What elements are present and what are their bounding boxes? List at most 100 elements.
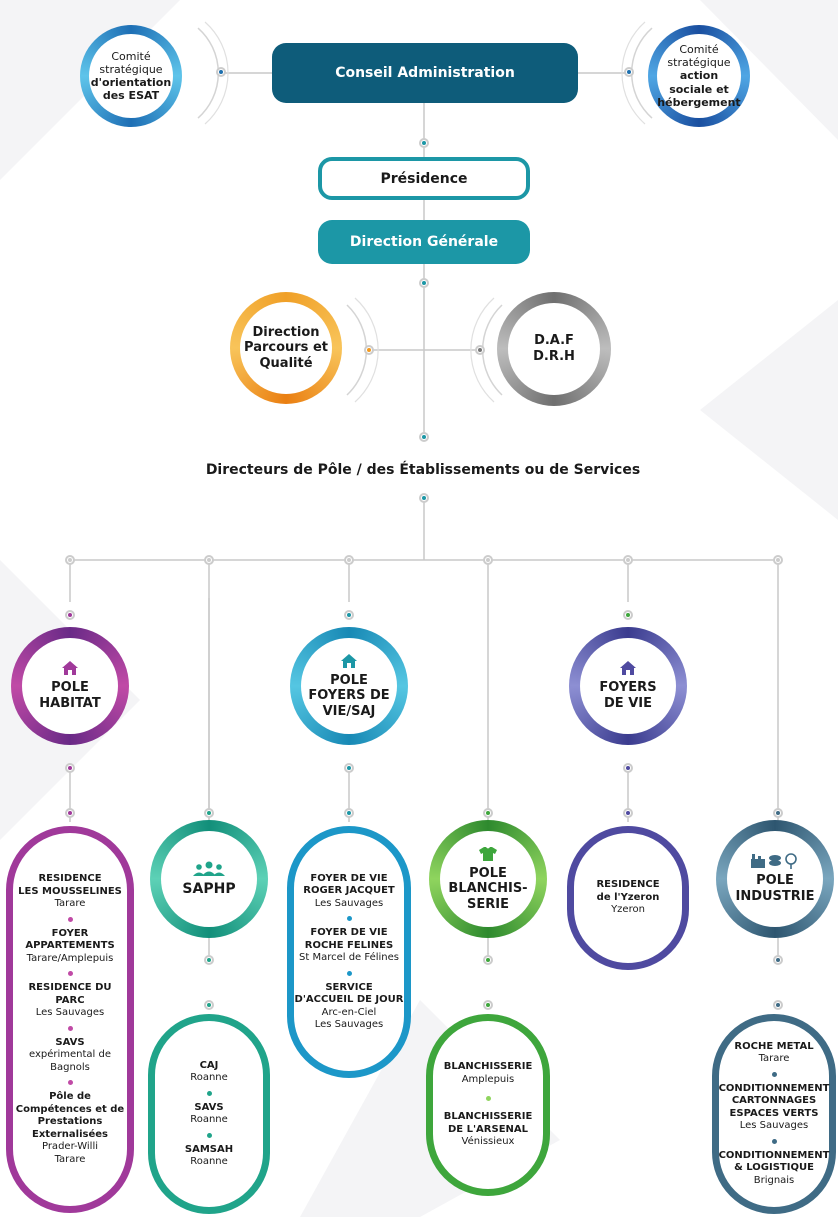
pole-blanch-line3: SERIE	[467, 896, 509, 912]
item-location: Amplepuis	[461, 1073, 515, 1085]
connector-dot	[204, 955, 214, 965]
tshirt-icon	[479, 846, 497, 861]
pole-foyers-vie-saj-circle: POLE FOYERS DE VIE/SAJ	[290, 627, 408, 745]
comite-left-line2: stratégique	[99, 62, 163, 76]
item-location: Les Sauvages	[314, 897, 384, 909]
item-name: Externalisées	[32, 1128, 108, 1140]
comite-right-line3: action sociale et	[669, 69, 729, 96]
item-location: Prader-Willi	[41, 1141, 99, 1152]
connector-dot	[773, 808, 783, 818]
connector-dot	[65, 610, 75, 620]
item-name: ROCHE FELINES	[304, 939, 394, 951]
separator-dot	[206, 1090, 212, 1096]
separator-dot	[771, 1071, 777, 1077]
connector-dot	[65, 763, 75, 773]
item-name: SAVS	[55, 1036, 85, 1048]
junction-dot	[204, 555, 214, 565]
item-location: Tarare	[54, 1153, 86, 1165]
daf-line: D.A.F	[534, 333, 574, 349]
item-name: Compétences et de	[15, 1103, 125, 1115]
conseil-administration-box: Conseil Administration	[272, 43, 578, 103]
item-name: ROGER JACQUET	[303, 885, 395, 896]
connector-dot	[344, 610, 354, 620]
connector-dot	[623, 763, 633, 773]
saphp-circle: SAPHP	[150, 820, 268, 938]
item-location: Tarare/Amplepuis	[26, 952, 114, 964]
connector-dot	[773, 1000, 783, 1010]
industrie-services-pill: ROCHE METAL Tarare CONDITIONNEMENT CARTO…	[712, 1014, 836, 1214]
foyers-vie-line1: FOYERS	[599, 680, 657, 696]
habitat-services-pill: RESIDENCE LES MOUSSELINES Tarare FOYER A…	[6, 826, 134, 1213]
junction-dot	[344, 555, 354, 565]
pole-foyers-saj-line3: VIE/SAJ	[322, 703, 376, 719]
connector-dot	[483, 1000, 493, 1010]
house-icon	[341, 653, 357, 668]
pole-industrie-line1: POLE	[756, 873, 794, 889]
comite-left-line3: d'orientation	[90, 76, 172, 89]
item-name: SAVS	[194, 1101, 224, 1113]
item-location: Bagnols	[50, 1061, 90, 1073]
item-name: BLANCHISSERIE	[443, 1061, 533, 1073]
pole-foyers-saj-line1: POLE	[330, 672, 368, 688]
pole-blanch-line1: POLE	[469, 865, 507, 881]
item-name: ESPACES VERTS	[729, 1107, 819, 1119]
item-name: FOYER	[51, 927, 89, 939]
pole-industrie-circle: POLE INDUSTRIE	[716, 820, 834, 938]
blanchisserie-services-pill: BLANCHISSERIE Amplepuis BLANCHISSERIE DE…	[426, 1014, 550, 1196]
saphp-label: SAPHP	[182, 880, 236, 897]
separator-dot	[485, 1096, 491, 1102]
separator-dot	[67, 916, 73, 922]
direction-parcours-circle: Direction Parcours et Qualité	[230, 292, 342, 404]
item-name: DE L'ARSENAL	[448, 1123, 528, 1135]
presidence-box: Présidence	[318, 157, 530, 200]
item-location: Roanne	[190, 1156, 228, 1167]
item-location: Arc-en-Ciel	[321, 1006, 377, 1018]
conseil-administration-label: Conseil Administration	[335, 65, 515, 81]
saphp-services-pill: CAJ Roanne SAVS Roanne SAMSAH Roanne	[148, 1014, 270, 1214]
item-location: Tarare	[54, 898, 86, 909]
house-icon	[620, 661, 636, 676]
comite-right-line1: Comité	[679, 43, 719, 57]
item-name: RESIDENCE	[38, 873, 102, 884]
item-name: CAJ	[199, 1059, 219, 1071]
pole-blanch-line2: BLANCHIS-	[448, 881, 528, 897]
item-name: RESIDENCE DU PARC	[28, 982, 112, 1006]
item-name: D'ACCUEIL DE JOUR	[294, 994, 404, 1005]
item-location: Brignais	[753, 1174, 795, 1186]
item-location: Vénissieux	[461, 1136, 515, 1148]
connector-dot	[483, 808, 493, 818]
separator-dot	[771, 1138, 777, 1144]
connector-dot	[216, 67, 226, 77]
junction-dot	[773, 555, 783, 565]
direction-parcours-line1: Direction	[252, 324, 320, 340]
junction-dot	[623, 555, 633, 565]
item-name: & LOGISTIQUE	[734, 1162, 814, 1174]
junction-dot	[65, 555, 75, 565]
item-location: Les Sauvages	[739, 1120, 809, 1132]
connector-dot	[65, 808, 75, 818]
comite-left-line1: Comité	[111, 49, 151, 63]
presidence-label: Présidence	[380, 170, 468, 187]
item-name: CONDITIONNEMENT	[718, 1082, 830, 1094]
separator-dot	[346, 916, 352, 921]
connector-dot	[623, 610, 633, 620]
connector-dot	[623, 808, 633, 818]
connector-dot	[204, 808, 214, 818]
connector-dot	[419, 493, 429, 503]
item-name: LES MOUSSELINES	[18, 885, 122, 897]
direction-parcours-line2: Parcours et	[244, 340, 328, 356]
separator-dot	[67, 1025, 73, 1031]
comite-orientation-esat-circle: Comité stratégique d'orientation des ESA…	[80, 25, 182, 127]
pole-habitat-line1: POLE	[51, 680, 89, 696]
item-location: Roanne	[190, 1114, 228, 1125]
separator-dot	[206, 1132, 212, 1138]
foyers-vie-line2: DE VIE	[604, 696, 652, 711]
connector-dot	[204, 1000, 214, 1010]
pole-habitat-line2: HABITAT	[39, 696, 101, 711]
people-group-icon	[193, 861, 225, 876]
connector-dot	[419, 278, 429, 288]
item-name: CARTONNAGES	[731, 1095, 817, 1107]
connector-dot	[419, 432, 429, 442]
comite-left-line4: des ESAT	[102, 89, 160, 103]
pole-industrie-line2: INDUSTRIE	[735, 889, 815, 904]
